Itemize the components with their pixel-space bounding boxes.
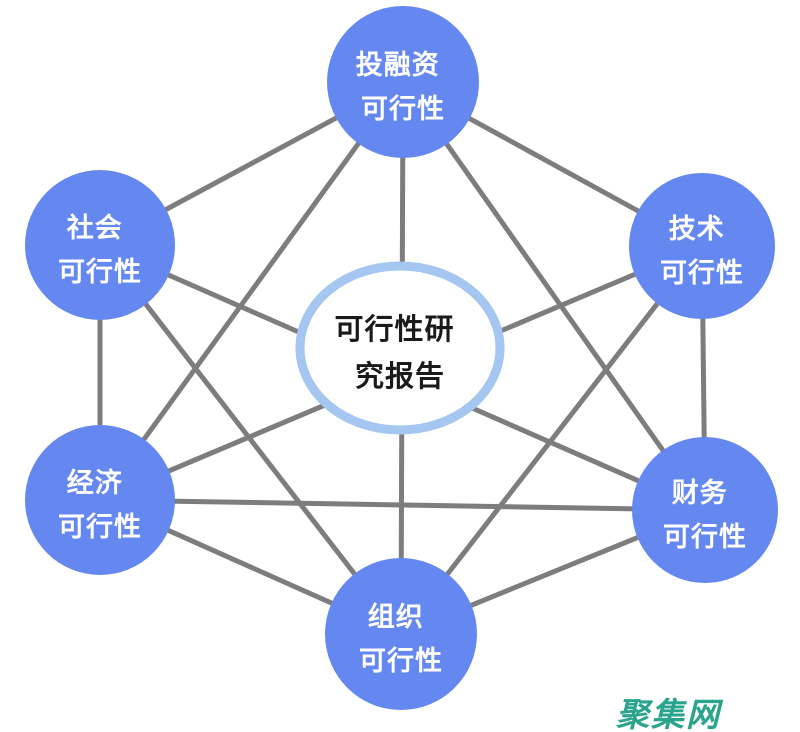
node-economic-label: 经济 可行性 [58,467,142,543]
node-social-feasibility: 社会 可行性 [25,170,175,320]
node-technical-feasibility: 技术 可行性 [629,173,775,319]
node-technical-circle [629,173,775,319]
node-organizational-feasibility: 组织 可行性 [325,558,477,710]
node-center-feasibility-study-report: 可行性研 究报告 [295,261,505,435]
center-label-line1: 可行性研 [334,312,454,346]
edge-social-organizational [98,243,403,636]
edge-economic-financial [99,497,706,513]
node-organizational-label-line2: 可行性 [359,645,443,677]
node-technical-label-line2: 可行性 [660,257,744,289]
node-organizational-label-line1: 组织 [368,601,424,633]
node-financial-feasibility: 财务 可行性 [632,437,778,583]
center-label-line2: 究报告 [355,359,445,393]
node-economic-label-line1: 经济 [67,467,123,499]
node-financial-circle [632,437,778,583]
node-economic-feasibility: 经济 可行性 [25,425,175,575]
node-financial-label-line1: 财务 [672,478,728,509]
node-social-label: 社会 可行性 [58,212,142,288]
node-financial-label-line2: 可行性 [663,521,747,553]
node-investment-financing-feasibility: 投融资 可行性 [327,6,479,158]
edge-investment-financial [400,80,708,512]
node-economic-label-line2: 可行性 [58,511,142,543]
watermark-juji-wang: 聚集网 [616,695,721,732]
node-organizational-circle [325,558,477,710]
node-economic-circle [25,425,175,575]
node-investment-circle [327,6,479,158]
node-investment-label-line1: 投融资 [356,50,440,81]
center-circle [295,261,505,435]
center-label: 可行性研 究报告 [334,312,465,393]
node-technical-label: 技术 可行性 [660,214,744,289]
node-technical-label-line1: 技术 [669,214,725,245]
node-investment-label: 投融资 可行性 [356,50,450,125]
edge-technical-organizational [399,244,704,636]
node-financial-label: 财务 可行性 [663,478,747,553]
node-social-label-line1: 社会 [67,212,123,244]
edge-investment-economic [97,80,406,502]
node-social-label-line2: 可行性 [58,256,142,288]
node-investment-label-line2: 可行性 [361,93,445,125]
node-organizational-label: 组织 可行性 [359,601,443,677]
node-social-circle [25,170,175,320]
